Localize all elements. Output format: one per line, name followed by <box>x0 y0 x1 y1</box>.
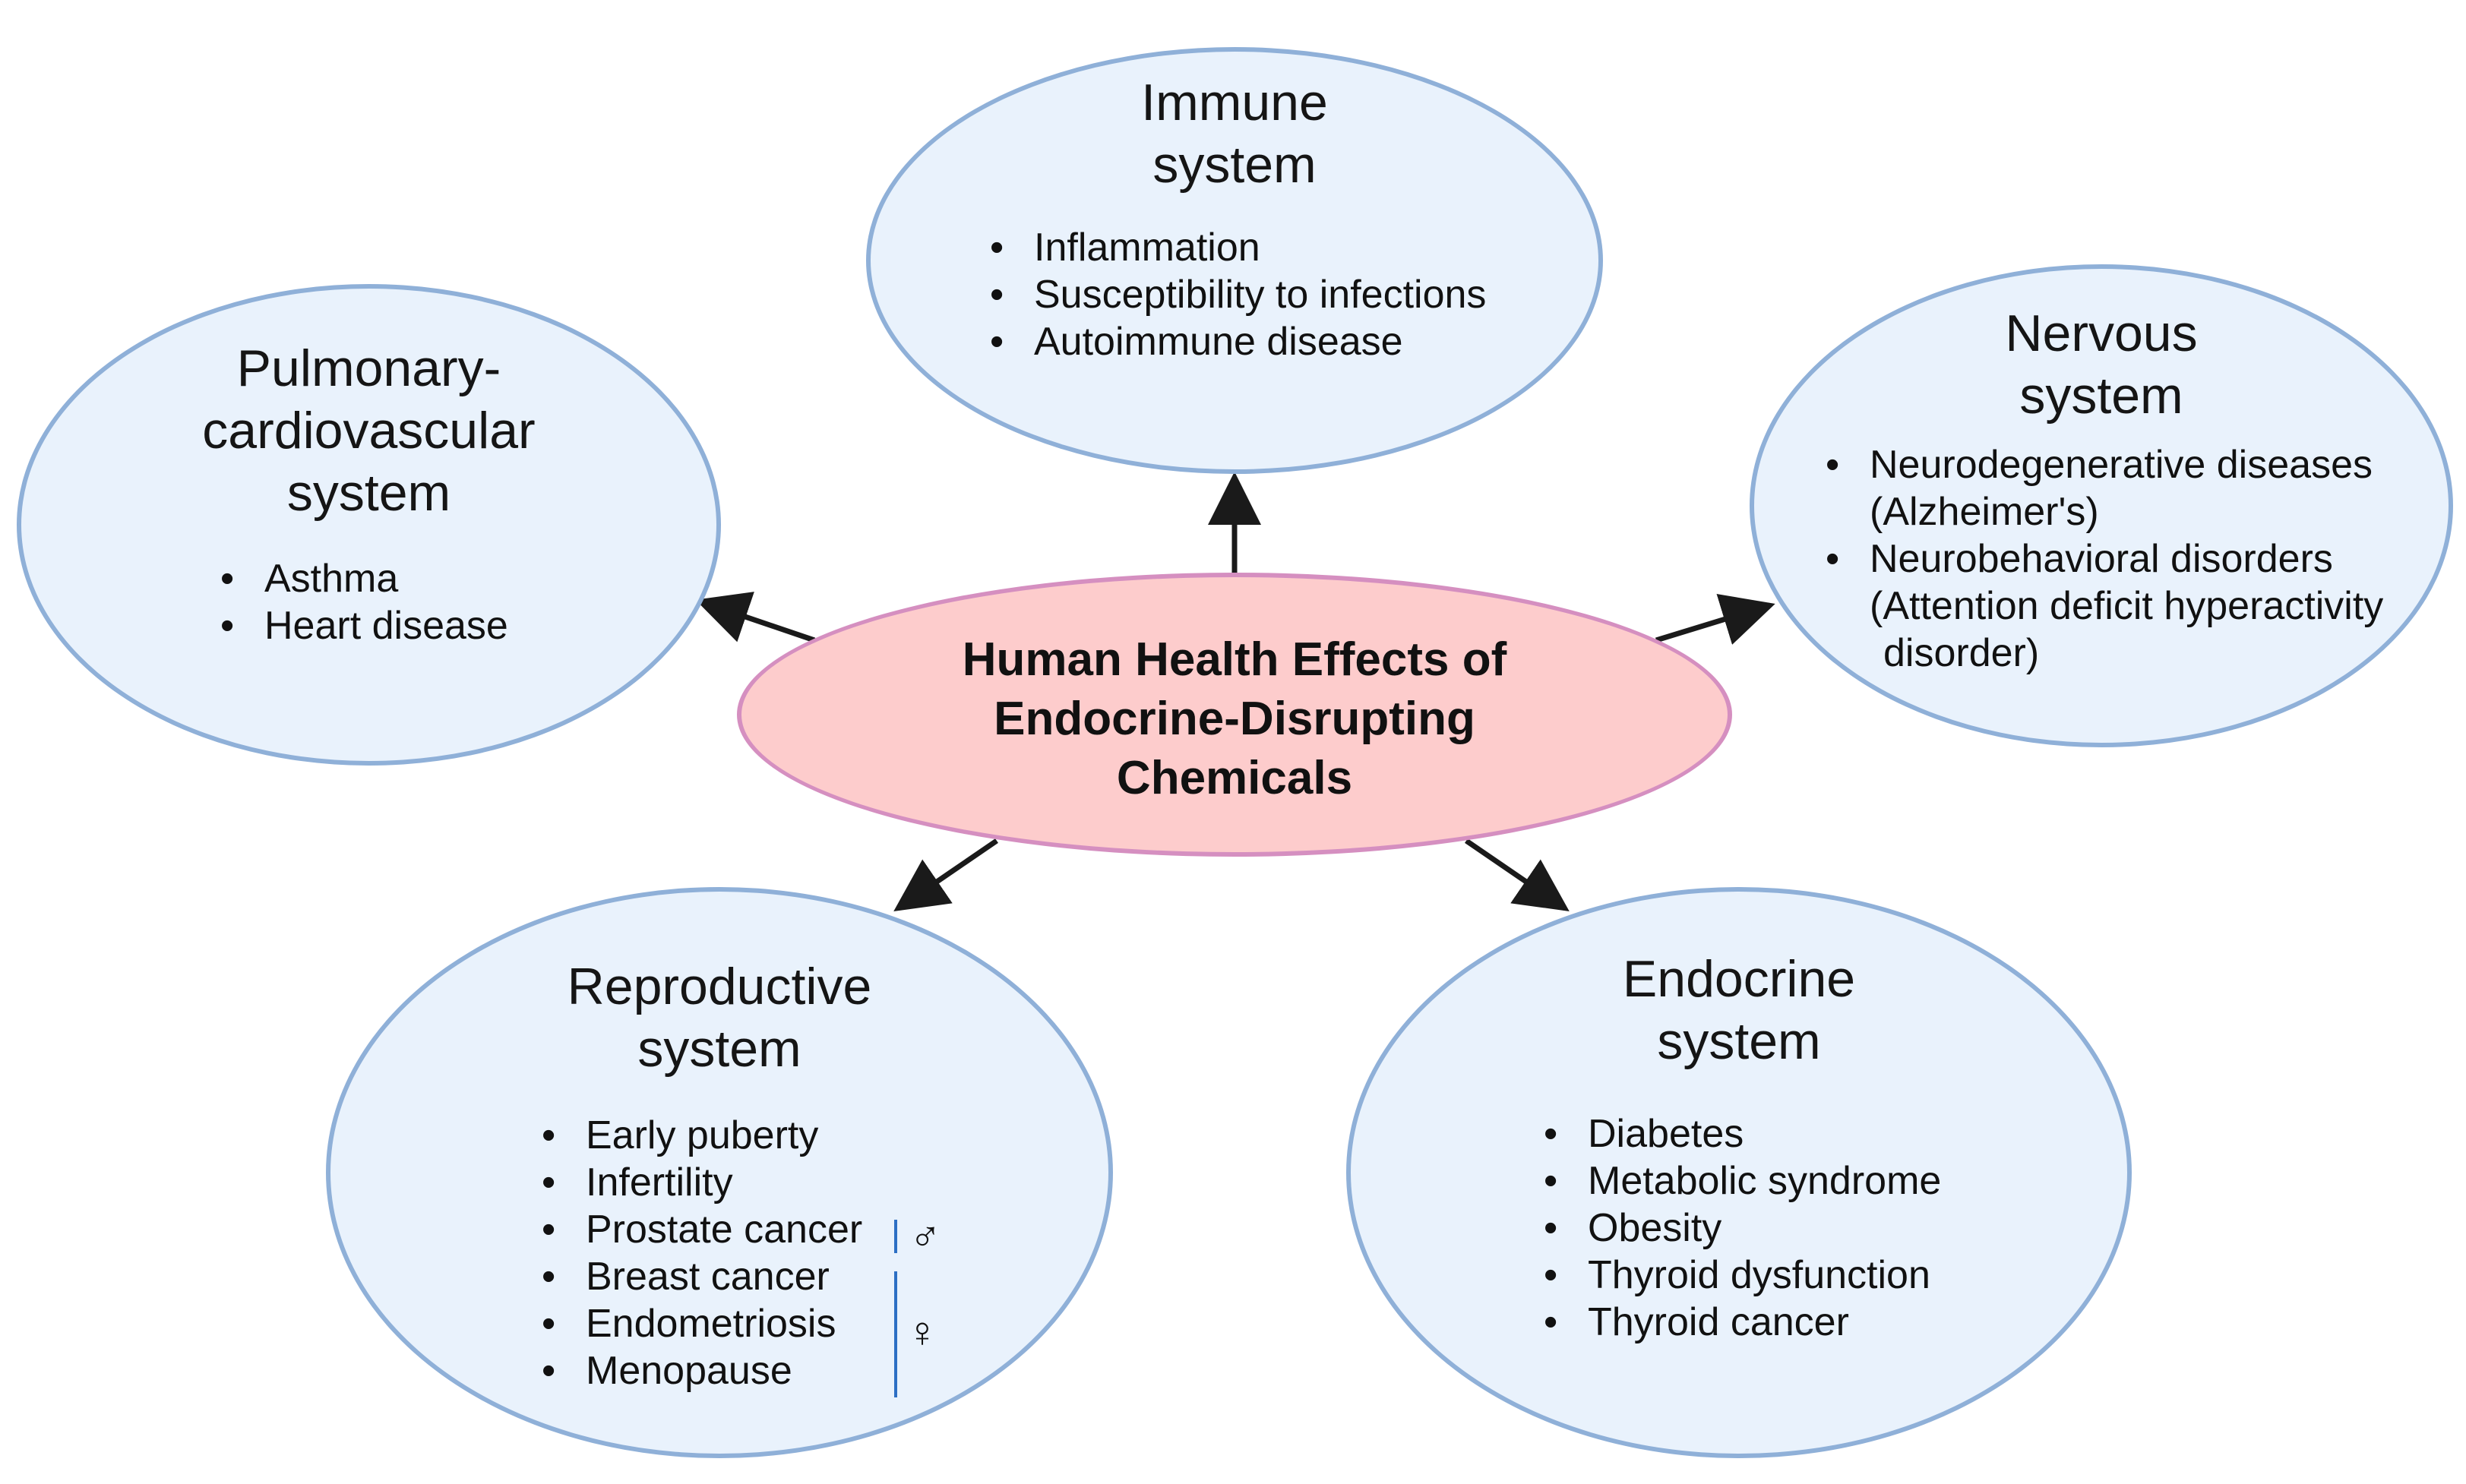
list-item: •Early puberty <box>542 1113 819 1157</box>
center-title: Human Health Effects of Endocrine-Disrup… <box>962 633 1507 804</box>
pulmonary-cardiovascular-title: Pulmonary- cardiovascular system <box>202 339 536 522</box>
nervous-system-node: Nervous system •Neurodegenerative diseas… <box>1750 264 2453 747</box>
list-item: •Neurodegenerative diseases <box>1826 443 2373 487</box>
endocrine-system-node: Endocrine system •Diabetes •Metabolic sy… <box>1346 887 2132 1458</box>
list-item: •Diabetes <box>1544 1112 1744 1156</box>
immune-system-node: Immune system •Inflammation •Susceptibil… <box>866 47 1603 474</box>
endocrine-system-title: Endocrine system <box>1622 950 1856 1070</box>
immune-system-title: Immune system <box>1141 74 1328 194</box>
arrow-to-pulmonary <box>695 592 816 643</box>
list-item: •Obesity <box>1544 1206 1722 1250</box>
male-symbol-icon: ♂ <box>909 1212 941 1260</box>
endocrine-system-list: •Diabetes •Metabolic syndrome •Obesity •… <box>1544 1110 1942 1346</box>
list-item: •Thyroid cancer <box>1544 1300 1849 1344</box>
reproductive-system-node: Reproductive system •Early puberty •Infe… <box>326 887 1113 1458</box>
arrow-to-endocrine <box>1465 838 1570 911</box>
list-item: •Thyroid dysfunction <box>1544 1253 1930 1297</box>
list-item-note: (Attention deficit hyperactivity <box>1870 584 2384 628</box>
list-item: •Prostate cancer <box>542 1208 863 1252</box>
pulmonary-cardiovascular-node: Pulmonary- cardiovascular system •Asthma… <box>17 284 721 766</box>
immune-system-list: •Inflammation •Susceptibility to infecti… <box>990 224 1487 365</box>
list-item: •Endometriosis <box>542 1302 836 1346</box>
arrow-to-reproductive <box>893 838 998 911</box>
list-item: •Infertility <box>542 1160 733 1205</box>
list-item: •Breast cancer <box>542 1255 830 1299</box>
reproductive-system-list: •Early puberty •Infertility •Prostate ca… <box>542 1112 863 1394</box>
female-symbol-icon: ♀ <box>906 1308 938 1356</box>
list-item: •Autoimmune disease <box>990 320 1403 364</box>
reproductive-system-title: Reproductive system <box>567 958 872 1078</box>
nervous-system-list: •Neurodegenerative diseases (Alzheimer's… <box>1826 441 2384 677</box>
list-item: •Menopause <box>542 1349 792 1393</box>
list-item: •Inflammation <box>990 226 1260 270</box>
list-item-note: disorder) <box>1883 631 2040 675</box>
pulmonary-cardiovascular-list: •Asthma •Heart disease <box>220 555 508 649</box>
nervous-system-title: Nervous system <box>2005 305 2198 425</box>
list-item: •Susceptibility to infections <box>990 273 1487 317</box>
female-bracket <box>894 1271 897 1397</box>
male-bracket <box>894 1220 897 1253</box>
list-item: •Neurobehavioral disorders <box>1826 537 2333 581</box>
list-item-note: (Alzheimer's) <box>1870 490 2099 534</box>
list-item: •Asthma <box>220 557 399 601</box>
arrow-to-nervous <box>1655 594 1775 645</box>
center-node: Human Health Effects of Endocrine-Disrup… <box>737 573 1732 857</box>
list-item: •Heart disease <box>220 604 508 648</box>
list-item: •Metabolic syndrome <box>1544 1159 1942 1203</box>
